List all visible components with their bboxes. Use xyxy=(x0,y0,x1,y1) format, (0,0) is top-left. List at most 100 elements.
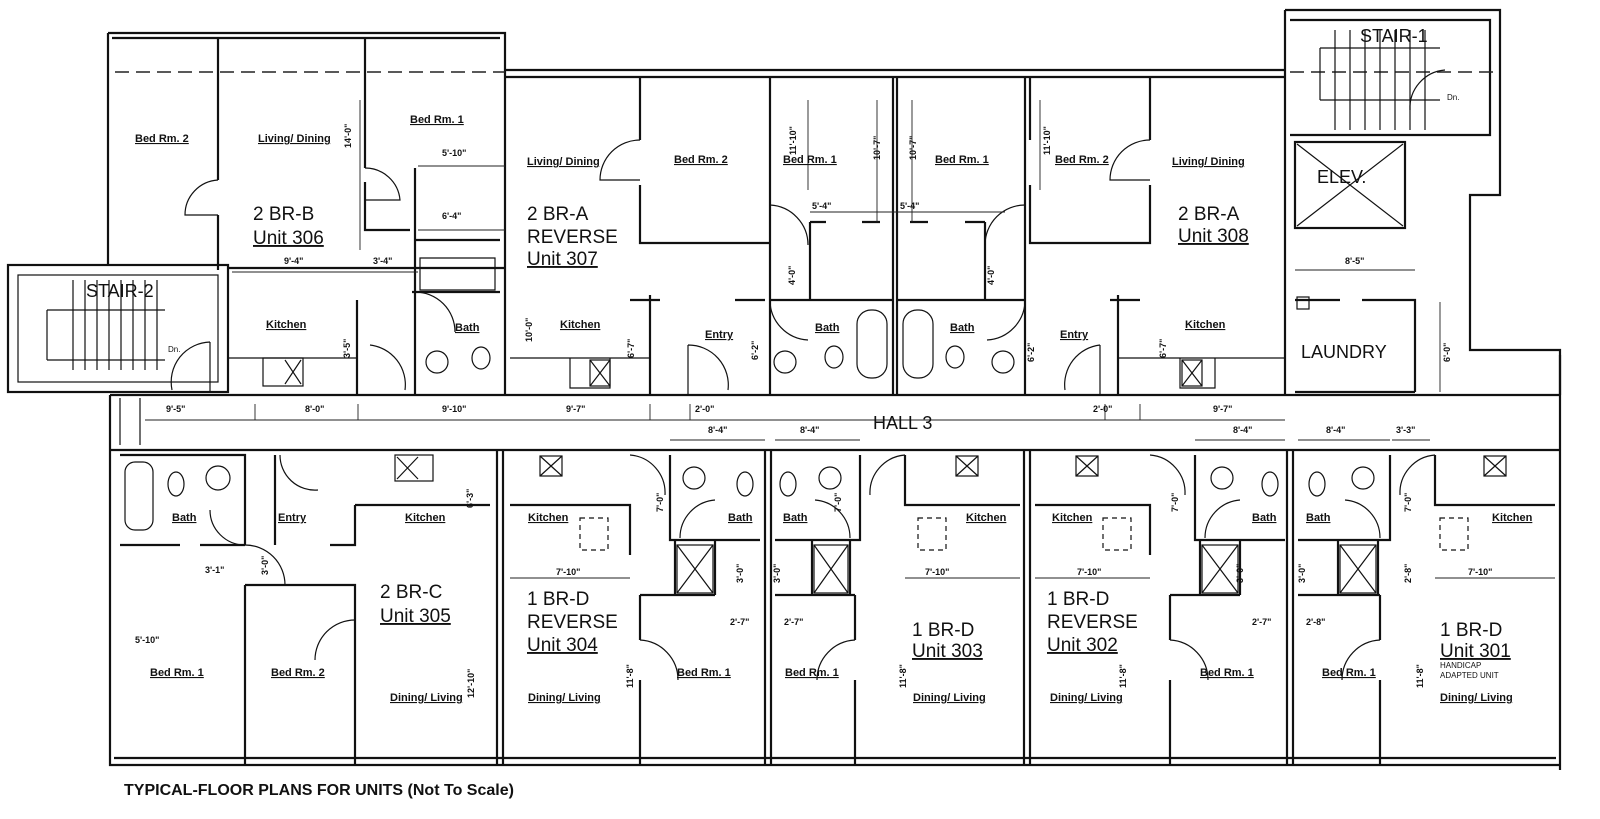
room-label: Living/ Dining xyxy=(527,156,600,168)
unit-type: 2 BR-B xyxy=(253,204,314,225)
unit-type: 1 BR-D xyxy=(912,620,974,641)
dimension-label: 2'-7" xyxy=(1252,617,1271,627)
demising-walls xyxy=(495,450,1295,765)
room-label: Bed Rm. 1 xyxy=(1322,667,1376,679)
dimension-label: 3'-0" xyxy=(260,556,270,575)
dimension-label: 11'-8" xyxy=(1415,664,1425,688)
dimension-label: 2'-0" xyxy=(695,404,714,414)
room-label: Bath xyxy=(172,512,197,524)
room-label: Bed Rm. 1 xyxy=(783,154,837,166)
dimension-label: 9'-7" xyxy=(566,404,585,414)
unit-305: 2 BR-C Unit 305 Bath Entry Kitchen Bed R… xyxy=(150,512,463,704)
shower-x xyxy=(676,544,714,594)
room-label: Bed Rm. 2 xyxy=(135,133,189,145)
dimension-label: 5'-4" xyxy=(900,201,919,211)
unit-number: Unit 307 xyxy=(527,249,598,270)
dimension-label: 6'-0" xyxy=(1442,343,1452,362)
dimension-label: 4'-0" xyxy=(787,266,797,285)
room-label: Dining/ Living xyxy=(913,692,986,704)
dimension-label: 4'-0" xyxy=(986,266,996,285)
sink-icons xyxy=(205,350,1375,491)
dimension-label: 6'-7" xyxy=(626,339,636,358)
shower xyxy=(676,544,714,594)
dimension-label: 6'-3" xyxy=(465,489,475,508)
shower xyxy=(1339,544,1377,594)
dimension-label: 3'-1" xyxy=(205,565,224,575)
room-label: Entry xyxy=(1060,329,1089,341)
unit-note: HANDICAP xyxy=(1440,661,1481,670)
room-label: Bed Rm. 2 xyxy=(674,154,728,166)
unit-number: Unit 308 xyxy=(1178,226,1249,247)
dimension-label: 9'-5" xyxy=(166,404,185,414)
dimension-label: 7'-0" xyxy=(655,493,665,512)
room-label: Bath xyxy=(1252,512,1277,524)
room-label: Living/ Dining xyxy=(1172,156,1245,168)
unit-type: 2 BR-A xyxy=(527,204,589,225)
dimension-label: 2'-7" xyxy=(784,617,803,627)
laundry-label: LAUNDRY xyxy=(1301,342,1387,362)
dimension-label: 3'-0" xyxy=(1235,564,1245,583)
stair-1-down-label: Dn. xyxy=(1447,93,1459,102)
plan-caption: TYPICAL-FLOOR PLANS FOR UNITS (Not To Sc… xyxy=(124,782,514,799)
dimension-label: 3'-0" xyxy=(735,564,745,583)
wall xyxy=(897,77,1152,395)
walls xyxy=(6,8,1562,770)
unit-number: Unit 305 xyxy=(380,606,451,627)
room-label: Entry xyxy=(278,512,307,524)
room-label: Dining/ Living xyxy=(1050,692,1123,704)
dimension-label: 7'-0" xyxy=(1403,493,1413,512)
dimension-label: 5'-10" xyxy=(135,635,159,645)
unit-301: 1 BR-D Unit 301 HANDICAP ADAPTED UNIT Ba… xyxy=(1306,512,1533,704)
elevator-label: ELEV. xyxy=(1317,167,1366,187)
room-label: Bed Rm. 1 xyxy=(1200,667,1254,679)
unit-306: 2 BR-B Unit 306 Bed Rm. 2 Living/ Dining… xyxy=(135,114,480,334)
dimension-label: 2'-8" xyxy=(1306,617,1325,627)
dimension-label: 8'-4" xyxy=(708,425,727,435)
dimension-label: 2'-8" xyxy=(1403,564,1413,583)
room-label: Bed Rm. 1 xyxy=(935,154,989,166)
counter xyxy=(228,257,496,359)
shower-x xyxy=(1339,544,1377,594)
dimension-label: 9'-7" xyxy=(1213,404,1232,414)
room-label: Bath xyxy=(728,512,753,524)
dimension-label: 11'-8" xyxy=(1118,664,1128,688)
dimension-label: 9'-4" xyxy=(284,256,303,266)
room-label: Bed Rm. 2 xyxy=(1055,154,1109,166)
stair-1-wall xyxy=(1283,8,1562,395)
range-icons xyxy=(262,357,1507,482)
room-label: Bed Rm. 1 xyxy=(785,667,839,679)
unit-304: 1 BR-D REVERSE Unit 304 Kitchen Bath Bed… xyxy=(527,512,753,704)
dimension-label: 7'-0" xyxy=(1170,493,1180,512)
dimension-label: 7'-10" xyxy=(1468,567,1492,577)
dimension-label: 11'-8" xyxy=(625,664,635,688)
wall xyxy=(638,77,893,395)
dimension-label: 6'-4" xyxy=(442,211,461,221)
dimension-label: 14'-0" xyxy=(343,124,353,148)
dimension-label: 6'-7" xyxy=(1158,339,1168,358)
unit-type: 1 BR-D xyxy=(527,589,589,610)
shower xyxy=(813,544,849,594)
unit-number: Unit 306 xyxy=(253,228,324,249)
wall xyxy=(120,453,490,765)
laundry-vent xyxy=(1296,296,1310,310)
room-label: Bath xyxy=(455,322,480,334)
room-label: Bed Rm. 1 xyxy=(677,667,731,679)
room-label: Bed Rm. 1 xyxy=(410,114,464,126)
unit-type: 2 BR-C xyxy=(380,582,442,603)
hall-column xyxy=(119,398,141,445)
room-label: Dining/ Living xyxy=(390,692,463,704)
north-wall xyxy=(505,68,1285,79)
room-label: Kitchen xyxy=(528,512,569,524)
hall-label: HALL 3 xyxy=(873,413,932,433)
room-label: Entry xyxy=(705,329,734,341)
toilet-icons xyxy=(167,345,1326,497)
dimension-label: 5'-4" xyxy=(812,201,831,211)
unit-type: 1 BR-D xyxy=(1440,620,1502,641)
room-label: Kitchen xyxy=(966,512,1007,524)
stair-2-label: STAIR-2 xyxy=(86,281,154,301)
shower-x xyxy=(813,544,849,594)
room-label: Bath xyxy=(783,512,808,524)
room-label: Kitchen xyxy=(1185,319,1226,331)
dimension-label: 7'-10" xyxy=(925,567,949,577)
